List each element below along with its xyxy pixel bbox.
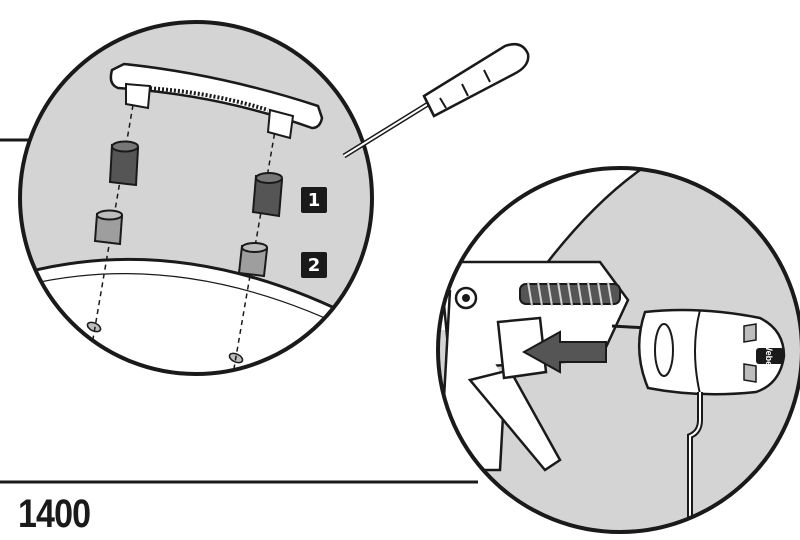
step-badge-2: 2 xyxy=(301,252,327,278)
nut-left xyxy=(93,209,124,246)
insert-arrow xyxy=(521,330,607,374)
spring xyxy=(519,281,621,307)
step-badge-1: 1 xyxy=(301,187,327,213)
detail-handle-mounting xyxy=(18,20,530,376)
spacer-dark-left xyxy=(108,140,140,187)
spacer-dark-right xyxy=(251,172,284,218)
igniter-module: Weber xyxy=(637,308,786,396)
detail-igniter-assembly: Weber xyxy=(436,166,800,534)
lid-hole-left xyxy=(86,321,102,333)
screwdriver xyxy=(342,43,530,159)
lid-handle xyxy=(109,62,324,140)
brand-logo: Weber xyxy=(764,342,774,370)
nut-right xyxy=(237,242,269,278)
model-number: 1400 xyxy=(18,492,91,536)
igniter-housing xyxy=(496,316,548,380)
